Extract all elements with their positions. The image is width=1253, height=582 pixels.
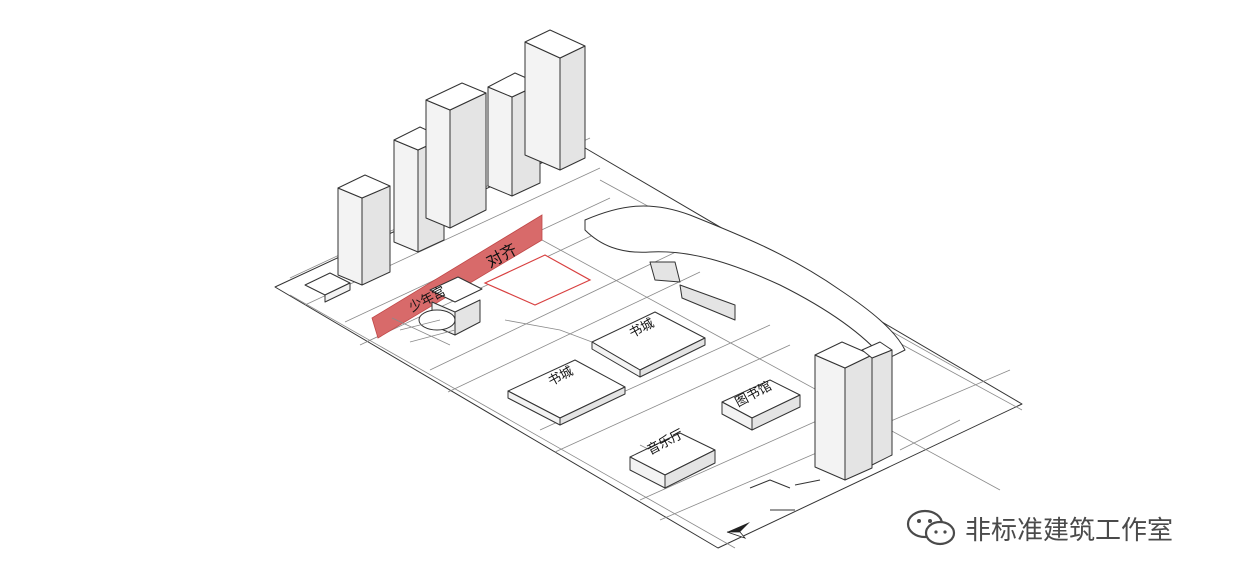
tower-1 bbox=[337, 174, 391, 286]
small-block bbox=[304, 272, 351, 303]
tower-5 bbox=[524, 29, 586, 171]
alignment-band bbox=[371, 214, 543, 339]
tower-right bbox=[814, 341, 893, 481]
landscape-strip bbox=[584, 205, 906, 361]
site-plot-outline bbox=[483, 254, 592, 306]
north-arrow-icon bbox=[726, 522, 750, 539]
book-city-1-building bbox=[591, 311, 706, 378]
tower-3 bbox=[425, 82, 487, 229]
watermark-text: 非标准建筑工作室 bbox=[965, 515, 1174, 546]
watermark: 非标准建筑工作室 bbox=[905, 508, 1173, 548]
wechat-icon bbox=[906, 509, 956, 546]
youth-palace-building bbox=[391, 276, 483, 346]
book-city-2-building bbox=[507, 359, 626, 426]
library-building bbox=[721, 379, 801, 431]
entrance-gate bbox=[749, 479, 821, 511]
concert-hall-building bbox=[629, 432, 716, 489]
